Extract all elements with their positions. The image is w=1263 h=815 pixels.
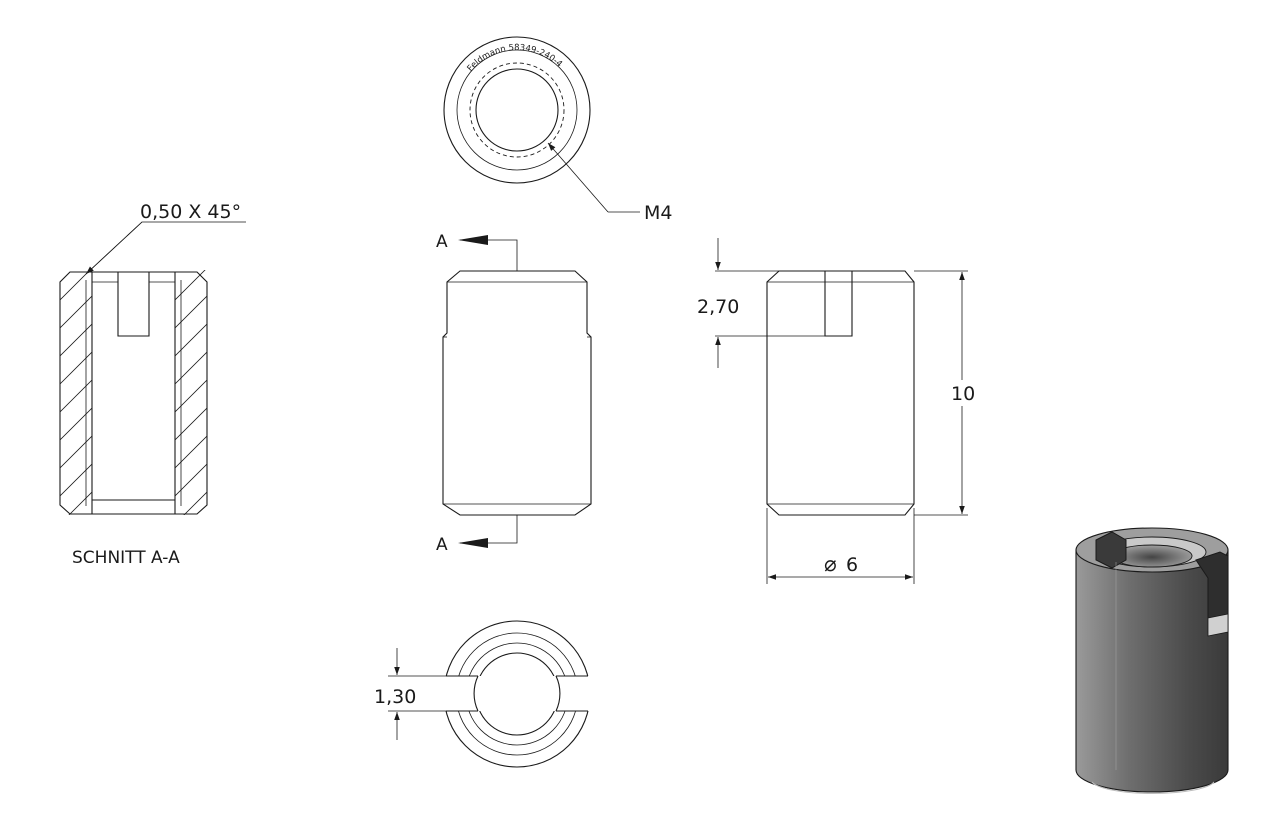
section-line-bottom [460, 515, 518, 544]
section-hatch-left [60, 270, 92, 515]
section-outline [59, 271, 208, 515]
dim-diameter: 6 [846, 554, 858, 576]
dim-diameter-symbol: ⌀ [824, 552, 837, 576]
dim-slot-depth: 2,70 [697, 296, 739, 318]
section-slot [92, 271, 175, 337]
section-line-top [460, 239, 518, 271]
thread-leader [547, 142, 609, 213]
top-view: Feldmann 58349-240-4 M4 [443, 36, 672, 224]
chamfer-leader [85, 221, 246, 275]
section-title: SCHNITT A-A [72, 548, 180, 568]
thread-callout: M4 [644, 202, 672, 224]
side-outline [766, 270, 915, 516]
section-hatch-right [175, 270, 207, 515]
section-mark-top: A [436, 232, 448, 252]
bottom-view: 1,30 [374, 620, 594, 768]
front-outline [442, 270, 592, 516]
side-view: 2,70 10 ⌀ 6 [697, 238, 978, 584]
isometric-render [1075, 527, 1229, 794]
chamfer-callout: 0,50 X 45° [140, 201, 241, 223]
section-mark-bottom: A [436, 535, 448, 555]
dim-length: 10 [951, 383, 975, 405]
dim-slot-width: 1,30 [374, 686, 416, 708]
side-slot [824, 271, 853, 337]
section-view: 0,50 X 45° SCHNITT A-A [59, 201, 246, 568]
front-view: A A [436, 232, 592, 555]
